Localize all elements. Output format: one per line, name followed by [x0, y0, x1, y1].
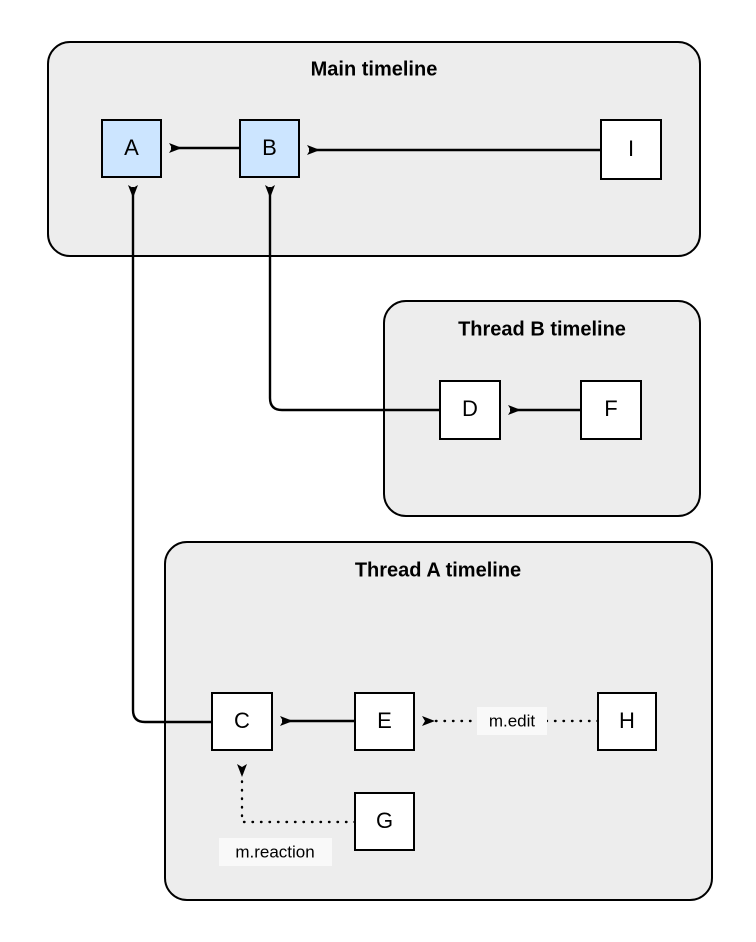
node-b-label: B: [262, 135, 277, 160]
node-b[interactable]: B: [239, 119, 300, 178]
node-d[interactable]: D: [439, 380, 501, 440]
edge-label-m-reaction: m.reaction: [219, 838, 332, 866]
node-i-label: I: [628, 136, 634, 161]
edge-c-to-a: [128, 185, 212, 724]
group-thread-a-timeline: Thread A timeline: [164, 541, 713, 901]
node-f[interactable]: F: [580, 380, 642, 440]
edge-label-m-edit: m.edit: [477, 707, 547, 735]
edge-label-m-reaction-bg: [219, 838, 332, 866]
node-c-label: C: [234, 708, 250, 733]
edge-label-m-edit-text: m.edit: [489, 711, 536, 730]
node-c-box[interactable]: [211, 692, 273, 751]
node-a-box[interactable]: [101, 119, 162, 178]
node-i-box[interactable]: [600, 119, 662, 180]
edge-d-to-b: [265, 185, 440, 412]
node-h-label: H: [619, 708, 635, 733]
node-d-box[interactable]: [439, 380, 501, 440]
group-thread-a-timeline-title: Thread A timeline: [355, 559, 521, 581]
node-g-box[interactable]: [354, 792, 415, 851]
node-g-label: G: [376, 808, 393, 833]
node-a[interactable]: A: [101, 119, 162, 178]
edge-label-m-reaction-text: m.reaction: [235, 842, 314, 861]
group-main-timeline-title: Main timeline: [311, 58, 438, 80]
node-d-label: D: [462, 396, 478, 421]
node-h[interactable]: H: [597, 692, 657, 751]
group-thread-b-timeline-box: [383, 300, 701, 517]
edge-label-m-edit-bg: [477, 707, 547, 735]
node-g[interactable]: G: [354, 792, 415, 851]
node-c[interactable]: C: [211, 692, 273, 751]
node-e-box[interactable]: [354, 692, 415, 751]
node-e-label: E: [377, 708, 392, 733]
node-a-label: A: [124, 135, 139, 160]
node-i[interactable]: I: [600, 119, 662, 180]
node-f-label: F: [604, 396, 617, 421]
node-f-box[interactable]: [580, 380, 642, 440]
node-h-box[interactable]: [597, 692, 657, 751]
node-e[interactable]: E: [354, 692, 415, 751]
group-thread-b-timeline: Thread B timeline: [383, 300, 701, 517]
group-thread-b-timeline-title: Thread B timeline: [458, 318, 626, 340]
node-b-box[interactable]: [239, 119, 300, 178]
